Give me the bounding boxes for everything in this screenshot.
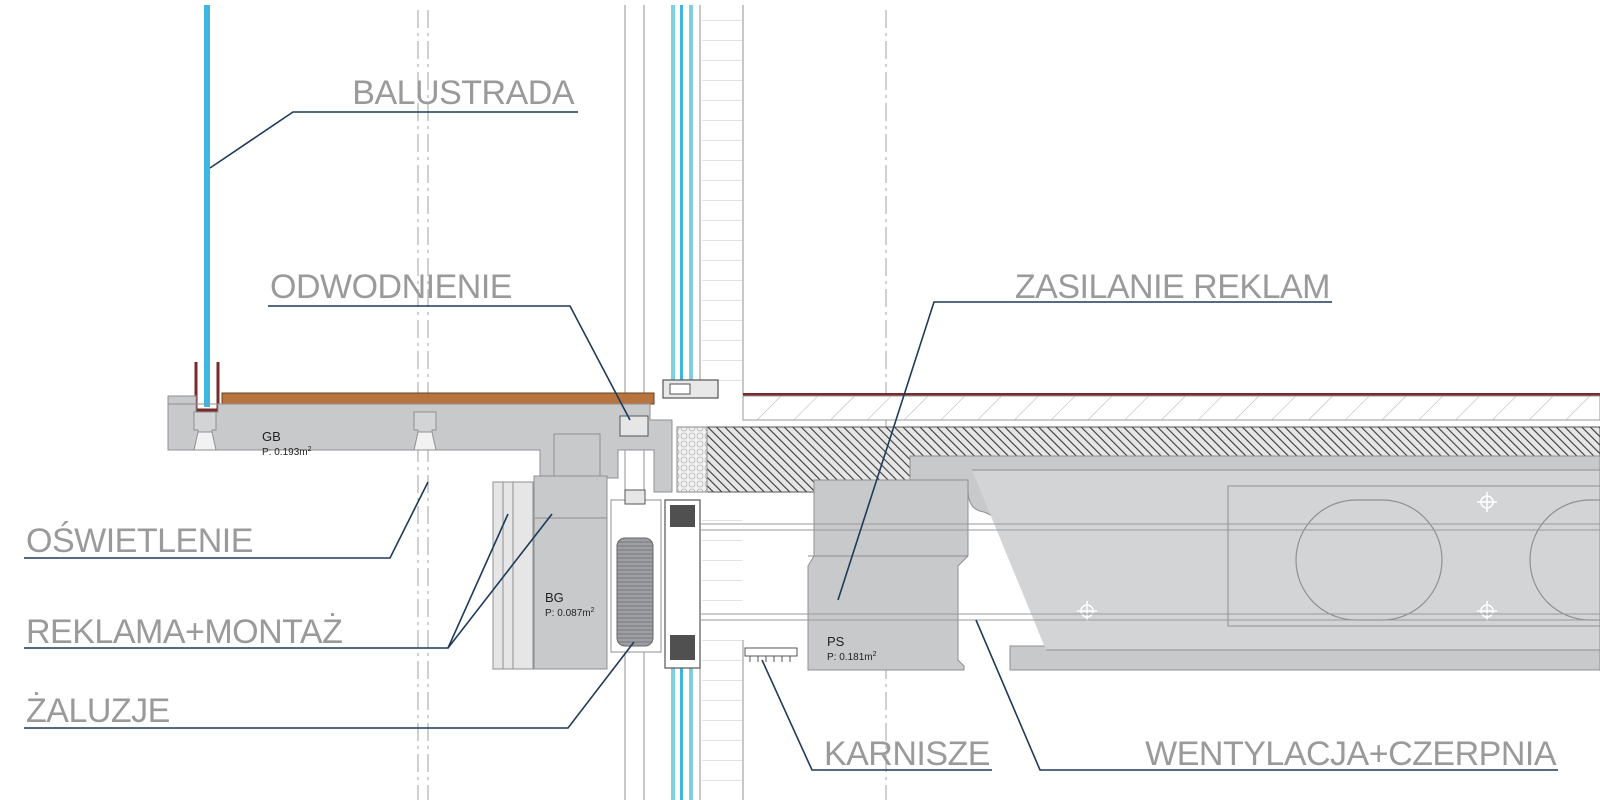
balcony-beam-gb (167, 395, 673, 493)
section-ps-area: P: 0.181m2 (827, 651, 877, 663)
facade-cladding-lower (702, 505, 742, 800)
label-oswietlenie: OŚWIETLENIE (26, 521, 253, 560)
label-odwodnienie: ODWODNIENIE (270, 268, 512, 306)
section-gb-name: GB (262, 429, 281, 444)
roof-membrane (743, 393, 1600, 396)
section-bg-name: BG (545, 590, 564, 605)
blinds-box (610, 489, 701, 669)
advertising-block-bg (492, 475, 608, 670)
section-gb-area: P: 0.193m2 (262, 446, 312, 458)
foam-insulation (676, 426, 708, 493)
label-balustrada: BALUSTRADA (352, 74, 575, 112)
label-karnisze: KARNISZE (824, 735, 990, 773)
label-zaluzje: ŻALUZJE (26, 692, 170, 730)
slab-reference-marks (1077, 492, 1497, 621)
label-reklama-montaz: REKLAMA+MONTAŻ (26, 613, 342, 651)
facade-wall (624, 5, 744, 800)
label-zasilanie-reklam: ZASILANIE REKLAM (1015, 268, 1330, 306)
curtain-rail (744, 647, 798, 662)
balustrade-clamp (194, 362, 220, 412)
balustrade (194, 5, 220, 412)
screed-layer (742, 395, 1600, 421)
drain-unit (619, 415, 649, 437)
service-conduits (700, 523, 1600, 621)
section-ps-name: PS (827, 634, 845, 649)
leader-lines (24, 111, 1558, 771)
blinds-roll (616, 537, 654, 647)
section-tags: GB P: 0.193m2 BG P: 0.087m2 PS P: 0.181m… (262, 429, 877, 663)
terrace-deck (221, 392, 655, 405)
curtain-wall-glazing (662, 5, 719, 800)
callout-labels: BALUSTRADA ODWODNIENIE ZASILANIE REKLAM … (26, 74, 1557, 773)
hollow-core-slab (909, 455, 1600, 671)
label-wentylacja-czerpnia: WENTYLACJA+CZERPNIA (1145, 735, 1557, 773)
slab-void-right (1529, 499, 1600, 621)
facade-cladding-upper (702, 5, 742, 395)
beam-ps (807, 479, 969, 671)
balustrade-glass (204, 5, 210, 407)
section-bg-area: P: 0.087m2 (545, 607, 595, 619)
